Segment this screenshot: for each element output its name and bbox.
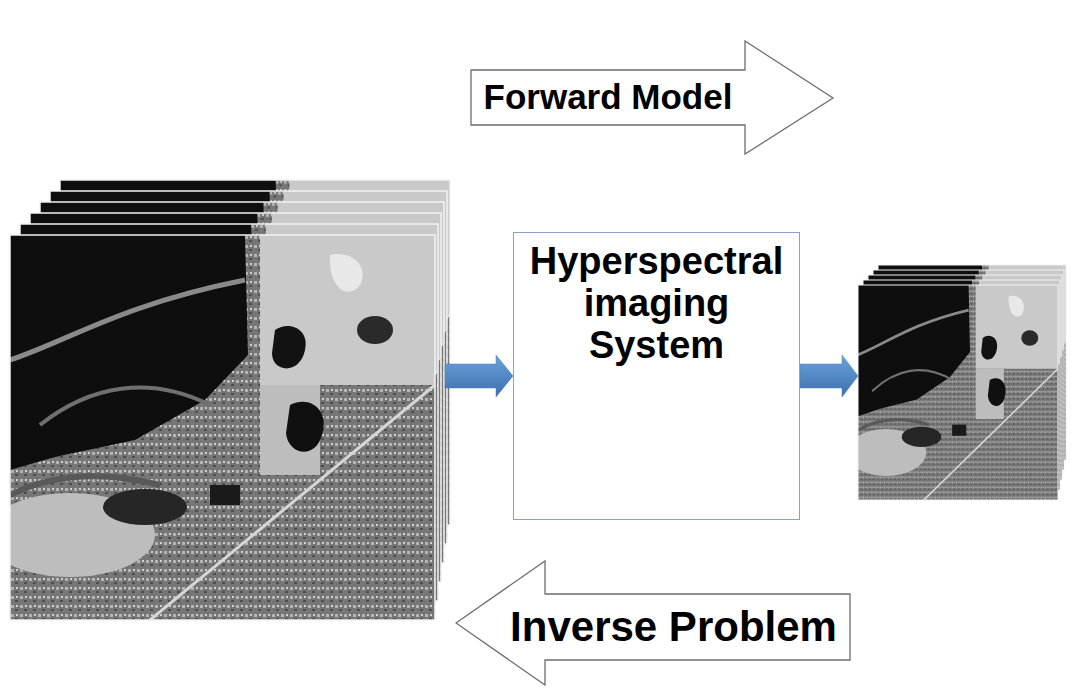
node-label: Hyperspectral imaging System — [524, 241, 789, 366]
process-box: Hyperspectral imaging System — [513, 232, 800, 520]
flow-arrow — [800, 355, 858, 397]
node-label: Inverse Problem — [510, 604, 837, 650]
node-label: Forward Model — [484, 78, 733, 117]
output-image-stack — [846, 265, 1066, 500]
block-arrow: Forward Model — [470, 40, 835, 156]
block-arrow: Inverse Problem — [455, 560, 851, 687]
flow-arrow — [445, 355, 513, 397]
arrow-outline — [471, 41, 833, 154]
input-image-stack — [0, 180, 450, 620]
arrow-outline — [456, 561, 850, 685]
